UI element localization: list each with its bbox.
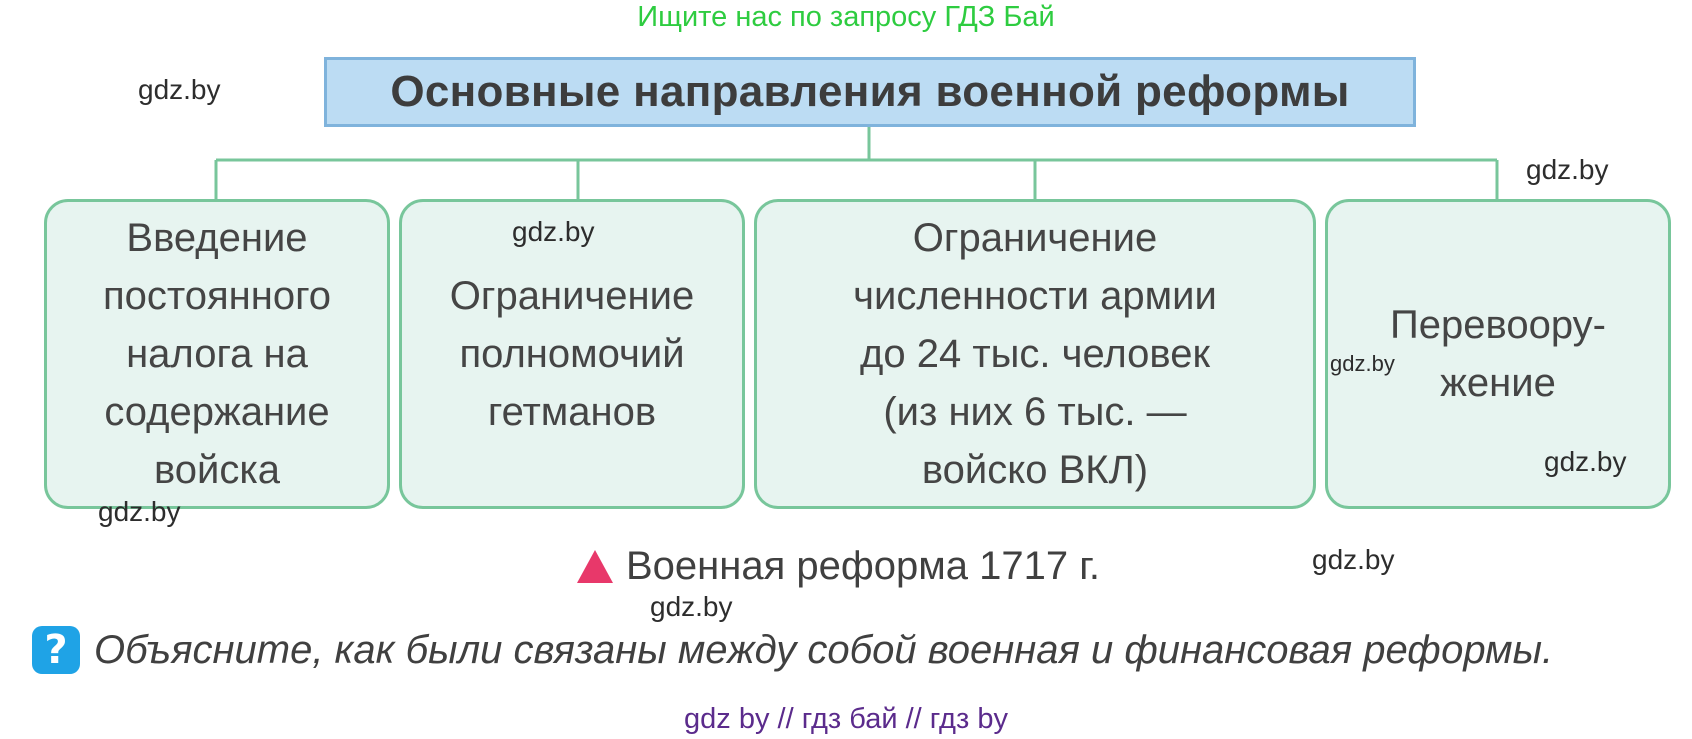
watermark: gdz.by bbox=[650, 591, 733, 622]
question-block: ? Объясните, как были связаны между собо… bbox=[32, 626, 1553, 674]
figure-caption: Военная реформа 1717 г. bbox=[576, 542, 1100, 590]
node-text: Ограничение полномочий гетманов bbox=[449, 274, 695, 434]
caption-text: Военная реформа 1717 г. bbox=[626, 544, 1101, 588]
node-text: Ограничение численности армии до 24 тыс.… bbox=[853, 216, 1217, 492]
top-banner: Ищите нас по запросу ГДЗ Бай bbox=[637, 1, 1055, 33]
node-permanent-tax: Введение постоянного налога на содержани… bbox=[44, 199, 390, 509]
question-text: Объясните, как были связаны между собой … bbox=[94, 628, 1554, 672]
node-text: Введение постоянного налога на содержани… bbox=[102, 216, 332, 492]
node-text: Перевоору- жение bbox=[1390, 303, 1606, 405]
watermark: gdz.by bbox=[98, 496, 181, 527]
question-mark-icon: ? bbox=[32, 626, 80, 674]
watermark: gdz.by bbox=[1526, 154, 1609, 185]
footer-watermark: gdz by // гдз бай // гдз by bbox=[684, 703, 1008, 735]
triangle-marker-icon bbox=[577, 550, 613, 583]
node-rearmament: Перевоору- жение bbox=[1325, 199, 1671, 509]
watermark: gdz.by bbox=[138, 74, 221, 105]
watermark: gdz.by bbox=[1312, 544, 1395, 575]
diagram-title: Основные направления военной реформы bbox=[390, 67, 1350, 116]
node-hetman-powers: Ограничение полномочий гетманов bbox=[399, 199, 745, 509]
watermark: gdz.by bbox=[1330, 351, 1395, 376]
diagram-title-box: Основные направления военной реформы bbox=[324, 57, 1416, 127]
node-army-size: Ограничение численности армии до 24 тыс.… bbox=[754, 199, 1316, 509]
watermark: gdz.by bbox=[1544, 446, 1627, 477]
watermark: gdz.by bbox=[512, 216, 595, 247]
